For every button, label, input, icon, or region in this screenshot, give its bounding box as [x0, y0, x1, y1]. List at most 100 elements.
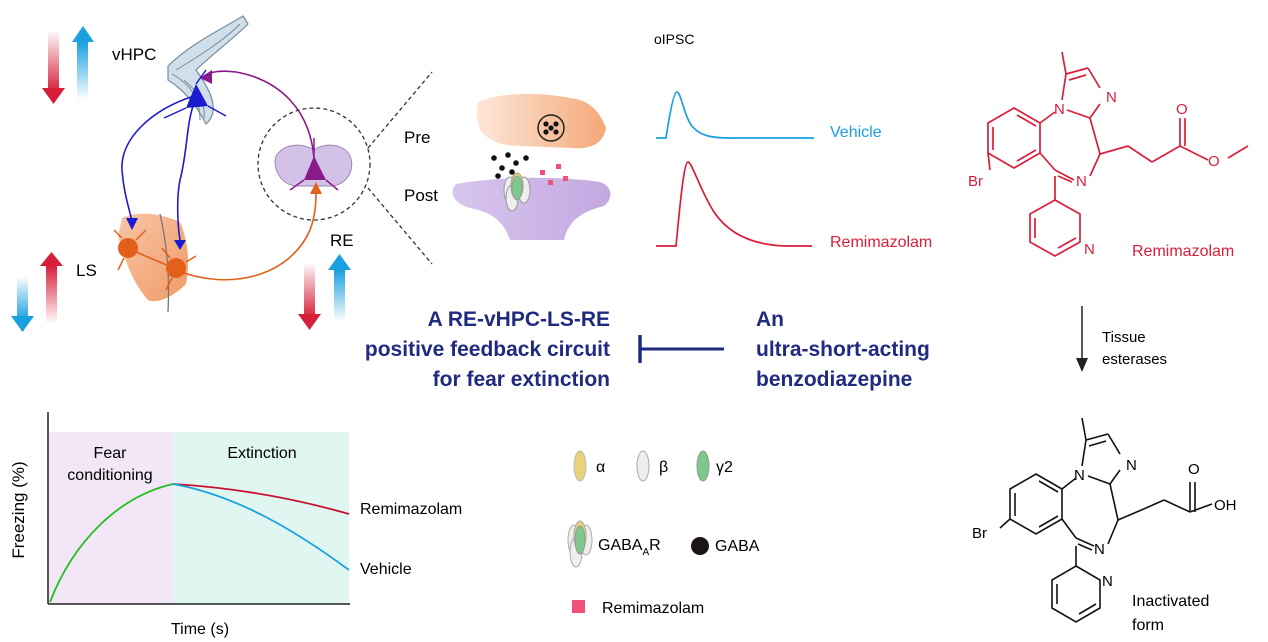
drug-text-line3: benzodiazepine: [756, 368, 912, 391]
arrow-label-line2: esterases: [1102, 351, 1167, 368]
drug-text-line1: An: [756, 308, 784, 331]
freezing-graph: Fear conditioning Extinction Remimazolam…: [9, 412, 462, 638]
vehicle-curve: [172, 483, 350, 571]
alpha-subunit-icon: [573, 450, 587, 482]
re-increase-arrow: [328, 254, 351, 322]
legend-remimazolam: Remimazolam: [602, 600, 704, 617]
zoom-line-bottom: [367, 187, 433, 265]
inact-benzo-n: N: [1094, 541, 1105, 558]
vhpc-to-ls-arrowhead-b: [174, 240, 186, 250]
vhpc-neuron: [163, 69, 227, 119]
series-label-vehicle: Vehicle: [360, 561, 412, 578]
gaba-molecule-icon: [691, 537, 709, 555]
inact-carbonyl-o: O: [1188, 461, 1200, 478]
legend-receptor-subscript: A: [642, 547, 649, 558]
ls-increase-arrow: [40, 252, 63, 324]
circuit-text-line3: for fear extinction: [433, 368, 610, 391]
remimazolam-trace: [656, 161, 812, 247]
ls-decrease-arrow: [11, 276, 34, 332]
inact-bromine: Br: [972, 525, 987, 542]
gaba-a-receptor: [503, 172, 531, 212]
x-axis-label: Time (s): [171, 621, 229, 638]
vehicle-trace-label: Vehicle: [830, 124, 882, 141]
remi-pyridine-n: N: [1084, 241, 1095, 258]
re-neuron: [289, 138, 339, 191]
phase-fear-conditioning-bg: [48, 432, 173, 604]
gamma2-subunit-icon: [696, 450, 710, 482]
oipsc-panel: oIPSC Vehicle Remimazolam: [654, 31, 932, 251]
pre-label: Pre: [404, 128, 430, 147]
acquisition-curve: [49, 483, 174, 603]
inact-pyridine-n: N: [1102, 573, 1113, 590]
remi-carbonyl-o: O: [1176, 101, 1188, 118]
re-to-vhpc-projection: [203, 70, 315, 159]
vhpc-to-ls-projection-b: [176, 97, 197, 241]
ls-neuron-1: [113, 229, 147, 271]
vhpc-to-ls-projection-a: [121, 95, 195, 223]
gaba-molecules: [491, 152, 529, 179]
ls-to-re-arrowhead: [310, 182, 322, 194]
series-label-remimazolam: Remimazolam: [360, 501, 462, 518]
phase-extinction-bg: [173, 432, 349, 604]
remimazolam-molecule-icon: [572, 600, 585, 613]
phase1-line2: conditioning: [67, 467, 152, 484]
remi-imidazole-n: N: [1106, 89, 1117, 106]
re-label: RE: [330, 231, 354, 250]
phase2-label: Extinction: [227, 445, 296, 462]
vhpc-to-ls-arrowhead-a: [126, 218, 138, 230]
ls-to-re-projection: [175, 191, 317, 281]
legend-beta: β: [659, 459, 668, 476]
remimazolam-structure-label: Remimazolam: [1132, 243, 1234, 260]
legend-receptor-suffix: R: [649, 537, 661, 554]
presynaptic-terminal: [476, 93, 606, 149]
vhpc-increase-arrow: [72, 26, 94, 100]
circuit-diagram: vHPC LS RE: [11, 15, 433, 332]
circuit-text-line1: A RE-vHPC-LS-RE: [428, 308, 610, 331]
legend: α β γ2 GABAAR GABA Remimazolam: [567, 450, 760, 617]
synaptic-vesicle: [537, 114, 565, 142]
inact-ring-n: N: [1074, 467, 1085, 484]
legend-gamma: γ2: [716, 459, 733, 476]
inact-hydroxyl: OH: [1214, 497, 1237, 514]
re-to-vhpc-arrowhead: [200, 70, 212, 84]
inactivated-label-line1: Inactivated: [1132, 593, 1209, 610]
ls-border-line: [159, 213, 170, 313]
remimazolam-molecules: [540, 164, 568, 185]
legend-alpha: α: [596, 459, 605, 476]
hippocampus-shape: [167, 15, 249, 125]
synapse-diagram: Pre Post: [404, 93, 611, 240]
zoom-line-top: [367, 71, 433, 149]
arrow-label-line1: Tissue: [1102, 329, 1146, 346]
inactivated-structure: [999, 417, 1213, 623]
central-statement: A RE-vHPC-LS-RE positive feedback circui…: [365, 308, 930, 391]
re-decrease-arrow: [298, 262, 321, 330]
inhibition-symbol: [638, 335, 724, 363]
remi-bromine: Br: [968, 173, 983, 190]
ls-shape: [118, 213, 188, 302]
post-label: Post: [404, 186, 438, 205]
y-axis-label: Freezing (%): [9, 461, 28, 558]
circuit-text-line2: positive feedback circuit: [365, 338, 610, 361]
legend-gaba: GABA: [715, 538, 760, 555]
inact-imidazole-n: N: [1126, 457, 1137, 474]
remimazolam-structure: [987, 51, 1249, 257]
vehicle-trace: [656, 91, 814, 139]
postsynaptic-membrane: [452, 177, 611, 240]
legend-receptor: GABAAR: [598, 537, 661, 558]
oipsc-title: oIPSC: [654, 31, 694, 47]
phase1-line1: Fear: [94, 445, 128, 462]
remi-ring-n: N: [1054, 101, 1065, 118]
inactivated-label-line2: form: [1132, 617, 1164, 634]
vhpc-label: vHPC: [112, 45, 156, 64]
remimazolam-curve: [172, 483, 350, 515]
remimazolam-trace-label: Remimazolam: [830, 234, 932, 251]
vhpc-decrease-arrow: [42, 30, 65, 104]
metabolism-arrow: [1076, 306, 1088, 372]
legend-receptor-main: GABA: [598, 537, 643, 554]
drug-text-line2: ultra-short-acting: [756, 338, 930, 361]
beta-subunit-icon: [636, 450, 650, 482]
ls-label: LS: [76, 261, 97, 280]
re-zoom-circle: [257, 107, 371, 221]
remi-benzo-n: N: [1076, 173, 1087, 190]
